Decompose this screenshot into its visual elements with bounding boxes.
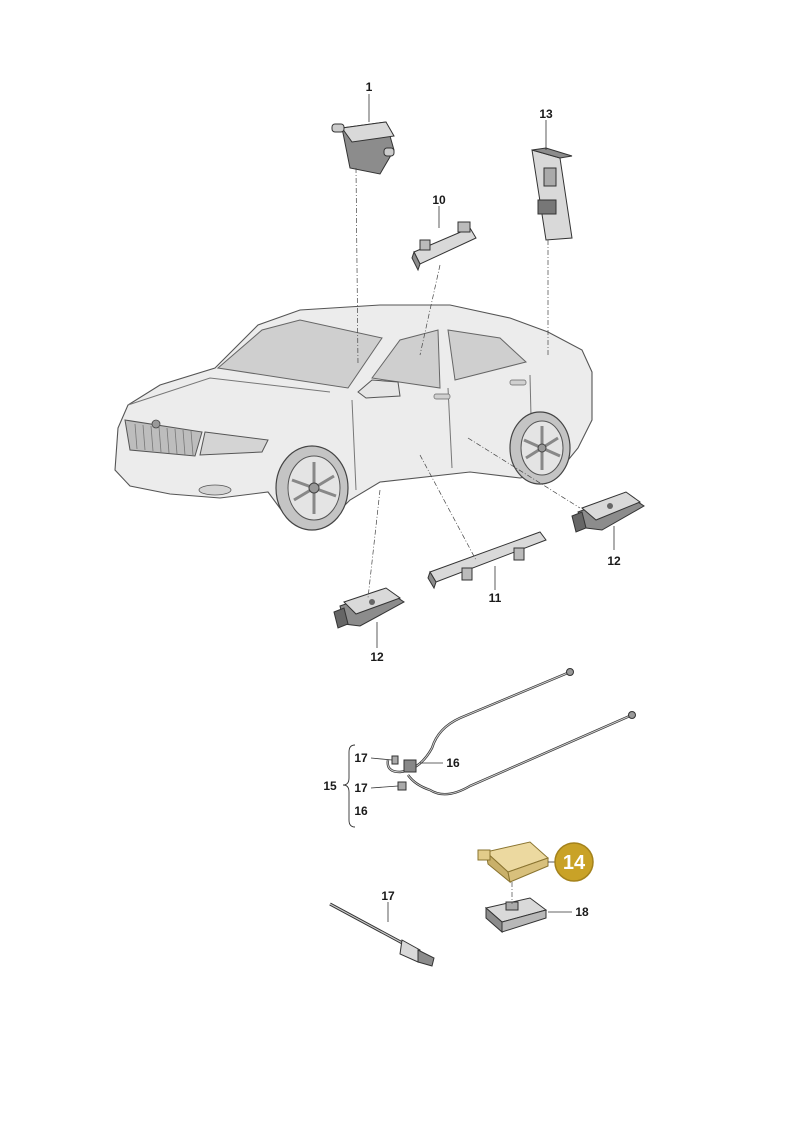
label-part-15-16b[interactable]: 16 (354, 804, 368, 818)
part-10-antenna-bar (411, 221, 477, 272)
part-12-left-antenna (333, 587, 405, 629)
part-13-control-unit (531, 147, 573, 241)
label-part-18[interactable]: 18 (575, 905, 589, 919)
label-part-14[interactable]: 14 (563, 852, 586, 874)
part-15-cable-set (386, 668, 636, 796)
part-11-antenna-long (427, 531, 547, 590)
car-illustration (114, 304, 593, 531)
label-part-11[interactable]: 11 (489, 591, 502, 605)
label-part-15-16a[interactable]: 16 (446, 756, 460, 770)
part-14-highlighted-antenna (477, 841, 549, 884)
label-part-15-17b[interactable]: 17 (354, 781, 368, 795)
part-17-cable-tie (329, 902, 435, 967)
label-part-13[interactable]: 13 (539, 107, 553, 121)
part-1-antenna-module (331, 121, 395, 175)
label-part-12-left[interactable]: 12 (370, 650, 384, 664)
part-12-right-antenna (571, 491, 645, 533)
label-part-17[interactable]: 17 (381, 889, 395, 903)
label-part-15[interactable]: 15 (323, 779, 337, 793)
label-part-15-17a[interactable]: 17 (354, 751, 368, 765)
label-part-12-right[interactable]: 12 (607, 554, 621, 568)
label-part-1[interactable]: 1 (366, 80, 373, 94)
label-part-10[interactable]: 10 (432, 193, 446, 207)
label-leaders (342, 94, 615, 922)
dashed-leaders (355, 167, 581, 904)
part-18-mounting-bracket (484, 897, 548, 934)
part-14-badge[interactable] (554, 842, 594, 882)
